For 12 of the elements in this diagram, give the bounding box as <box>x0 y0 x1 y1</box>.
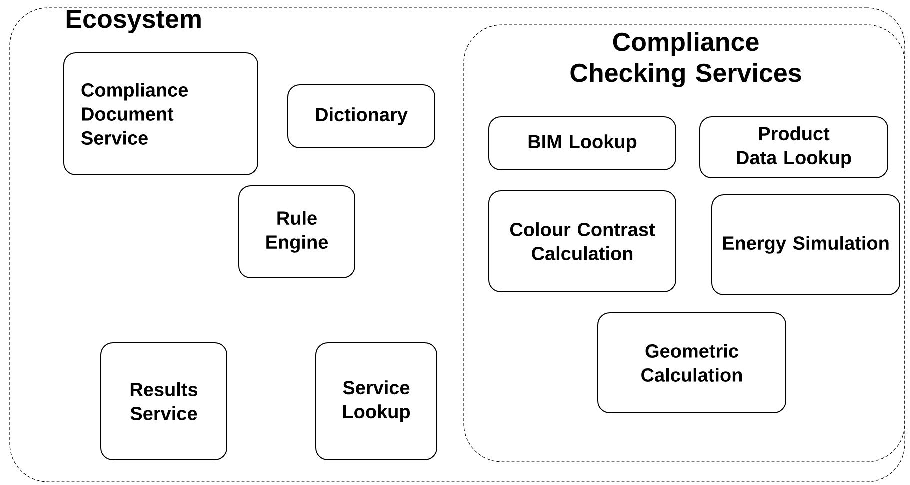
service-box: Geometric Calculation <box>598 312 786 414</box>
service-box: Energy Simulation <box>712 194 900 296</box>
service-box: Product Data Lookup <box>700 116 888 178</box>
service-box: Compliance Document Service <box>64 52 258 176</box>
group-heading: Compliance Checking Services <box>570 32 802 88</box>
service-box: Service Lookup <box>316 342 438 460</box>
service-box: Rule Engine <box>238 186 356 278</box>
service-box: Dictionary <box>288 84 436 148</box>
group-heading: Ecosystem <box>66 10 201 34</box>
service-box: Results Service <box>100 342 228 460</box>
service-box: BIM Lookup <box>488 116 676 170</box>
service-box: Colour Contrast Calculation <box>488 190 676 292</box>
